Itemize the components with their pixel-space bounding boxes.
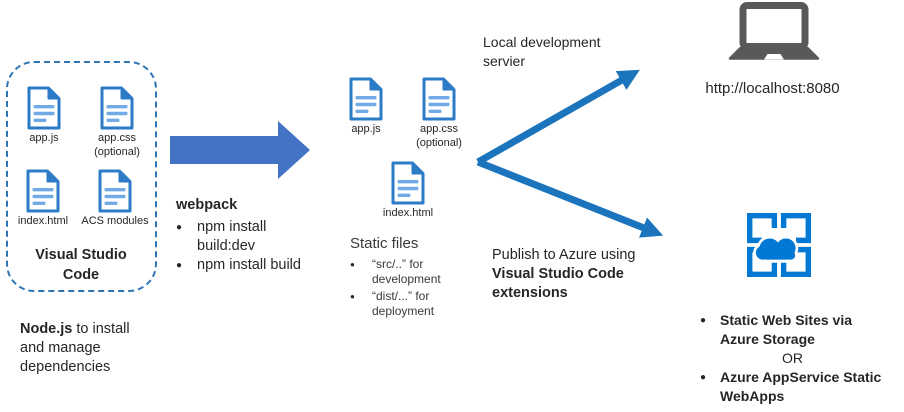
file-sublabel: (optional) bbox=[94, 145, 140, 158]
file-card-appjs-static: app.js bbox=[327, 77, 405, 137]
cloud-icon bbox=[755, 238, 796, 260]
file-sublabel: (optional) bbox=[416, 136, 462, 149]
file-card-appjs: app.js bbox=[5, 86, 83, 146]
document-icon bbox=[98, 169, 132, 213]
static-files-bullet-item: ● “dist/...” for deployment bbox=[350, 289, 480, 319]
nodejs-note-bold: Node.js bbox=[20, 321, 73, 337]
arrow-to-localhost bbox=[476, 69, 640, 166]
document-icon bbox=[422, 77, 456, 121]
static-files-section: Static files ● “src/..” for development … bbox=[350, 234, 480, 321]
static-files-bullet-text: “dist/...” for deployment bbox=[372, 289, 435, 318]
publish-note: Publish to Azure using Visual Studio Cod… bbox=[492, 246, 660, 303]
file-label: app.js bbox=[351, 123, 381, 135]
document-icon bbox=[27, 86, 61, 130]
azure-app-service-icon bbox=[747, 213, 811, 277]
vscode-box-title: Visual Studio Code bbox=[35, 247, 127, 283]
bullet-icon: ● bbox=[176, 260, 183, 271]
file-label: ACS modules bbox=[81, 215, 149, 227]
file-card-appcss-static: app.css (optional) bbox=[400, 77, 478, 150]
bullet-icon: ● bbox=[350, 292, 355, 301]
document-icon bbox=[349, 77, 383, 121]
file-card-acs-modules: ACS modules bbox=[76, 169, 154, 229]
static-files-bullet-text: “src/..” for development bbox=[372, 257, 441, 286]
document-icon bbox=[100, 86, 134, 130]
file-label: app.js bbox=[29, 132, 59, 144]
azure-options-section: ● Static Web Sites via Azure Storage OR … bbox=[700, 311, 890, 406]
nodejs-note-rest: to install and manage dependencies bbox=[20, 321, 130, 375]
vscode-boundary-box bbox=[6, 61, 157, 292]
or-label: OR bbox=[782, 350, 803, 366]
file-label: index.html bbox=[17, 215, 69, 227]
webpack-section: webpack ● npm install build:dev ● npm in… bbox=[176, 196, 328, 275]
webpack-title: webpack bbox=[176, 197, 238, 213]
publish-note-bold: Visual Studio Code extensions bbox=[492, 266, 624, 301]
azure-option-item: ● Azure AppService Static WebApps bbox=[700, 368, 890, 406]
laptop-icon bbox=[728, 2, 820, 60]
azure-option-text: Azure AppService Static WebApps bbox=[720, 369, 882, 404]
webpack-bullet-item: ● npm install build:dev bbox=[176, 218, 328, 256]
file-card-indexhtml: index.html bbox=[4, 169, 82, 229]
file-card-appcss: app.css (optional) bbox=[78, 86, 156, 159]
bullet-icon: ● bbox=[176, 222, 183, 233]
webpack-bullet-text: npm install build bbox=[197, 257, 301, 273]
publish-note-regular: Publish to Azure using bbox=[492, 247, 636, 263]
file-label: app.css bbox=[98, 132, 136, 144]
webpack-block-arrow bbox=[170, 121, 310, 179]
local-dev-server-label: Local development servier bbox=[483, 34, 601, 69]
azure-option-item: ● Static Web Sites via Azure Storage bbox=[700, 311, 890, 349]
webpack-bullet-text: npm install build:dev bbox=[197, 219, 267, 254]
bullet-icon: ● bbox=[700, 372, 707, 383]
document-icon bbox=[26, 169, 60, 213]
file-label: app.css bbox=[420, 123, 458, 135]
document-icon bbox=[391, 161, 425, 205]
static-files-title: Static files bbox=[350, 235, 419, 252]
azure-option-text: Static Web Sites via Azure Storage bbox=[720, 312, 853, 347]
static-files-bullet-item: ● “src/..” for development bbox=[350, 257, 480, 287]
nodejs-note: Node.js to install and manage dependenci… bbox=[20, 320, 138, 377]
bullet-icon: ● bbox=[700, 315, 707, 326]
bullet-icon: ● bbox=[350, 260, 355, 269]
webpack-bullet-item: ● npm install build bbox=[176, 256, 328, 275]
file-label: index.html bbox=[382, 207, 434, 219]
arrow-to-azure bbox=[476, 158, 664, 238]
file-card-indexhtml-static: index.html bbox=[369, 161, 447, 221]
localhost-url: http://localhost:8080 bbox=[705, 80, 840, 97]
